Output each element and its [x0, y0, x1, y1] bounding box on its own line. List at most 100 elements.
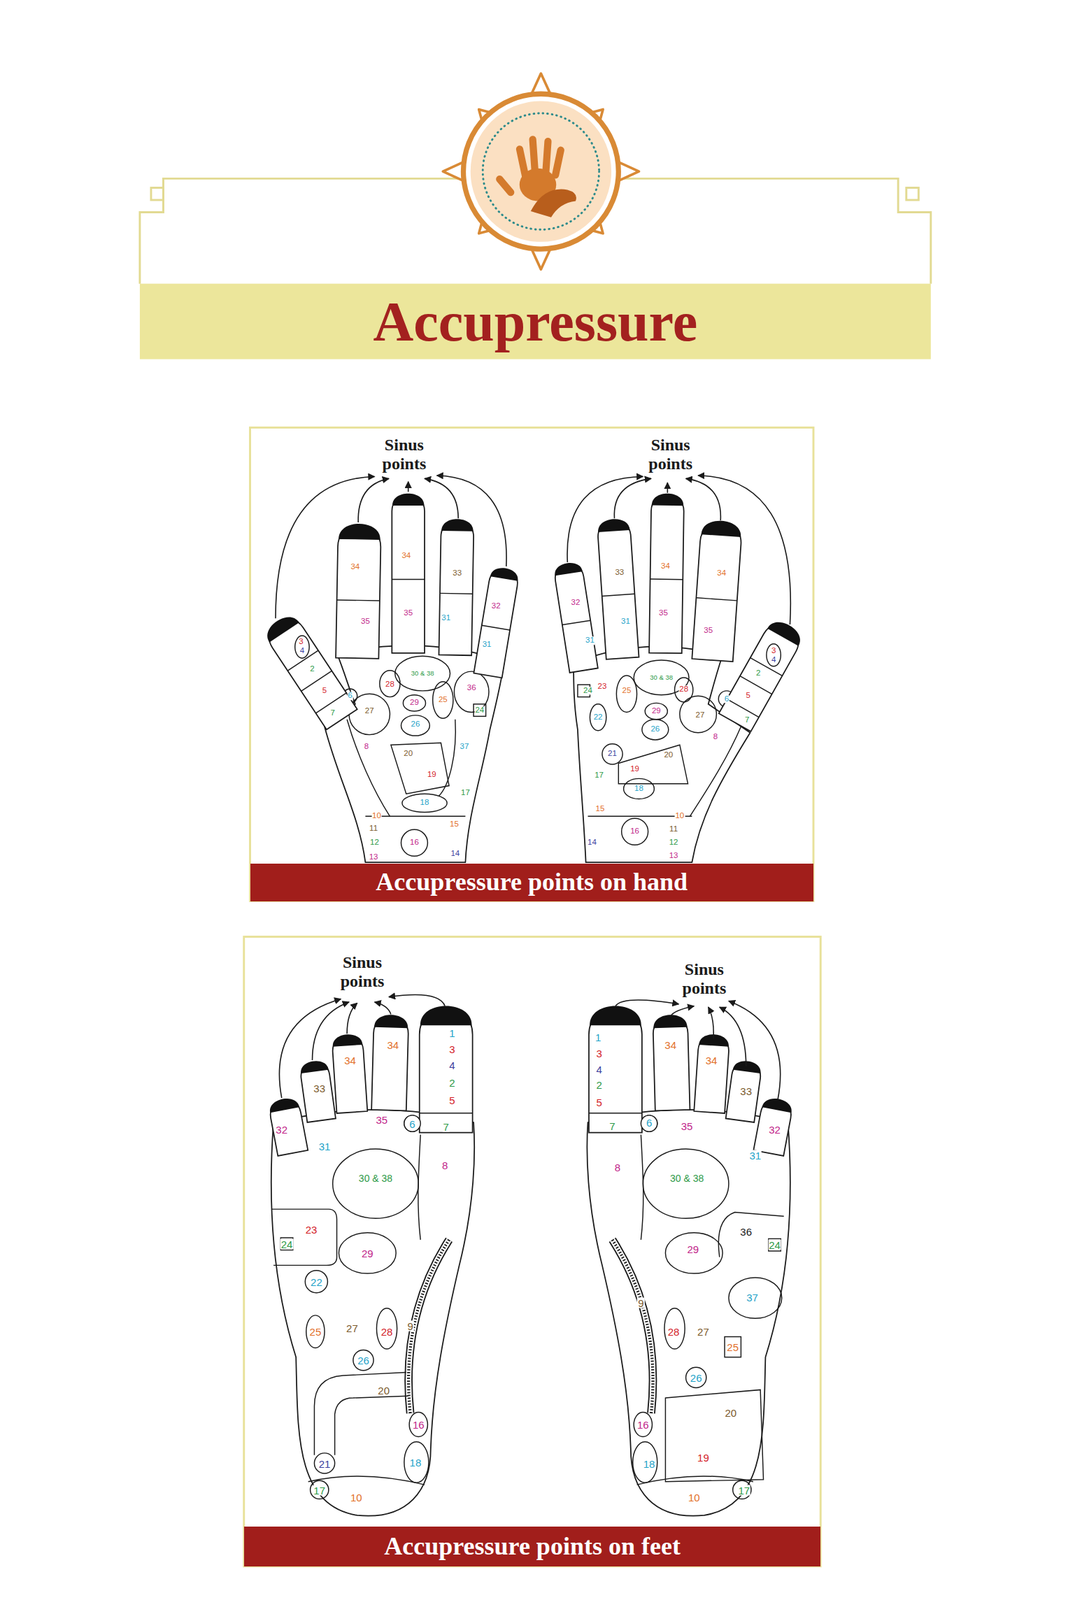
palm-zone	[473, 704, 487, 717]
sole-zone	[404, 1442, 429, 1483]
sinus-arrow	[708, 1007, 715, 1039]
callout-number: 34	[349, 563, 361, 573]
callout-number: 31	[748, 1149, 762, 1161]
sole-zone	[633, 1412, 652, 1438]
callout-number: 34	[663, 1040, 678, 1051]
toe-outline	[653, 1016, 691, 1111]
callout-number: 34	[660, 562, 671, 571]
palm-outline	[324, 645, 505, 863]
nail-tip	[269, 1098, 300, 1113]
sinus-label: Sinus points	[339, 953, 387, 991]
nail-tip	[420, 1005, 473, 1026]
callout-number: 17	[312, 1484, 326, 1496]
sinus-arrow	[615, 1000, 679, 1007]
title-text: Accupressure	[373, 293, 699, 350]
sinus-arrow	[374, 1002, 391, 1015]
callout-number: 17	[737, 1484, 751, 1496]
callout-number: 17	[593, 771, 605, 780]
nail-tip	[651, 493, 684, 506]
callout-number: 24	[767, 1240, 782, 1251]
sole-zone	[409, 1412, 428, 1438]
callout-number: 3	[770, 646, 777, 656]
callout-number: 7	[442, 1121, 450, 1133]
callout-number: 8	[441, 1160, 449, 1171]
palm-zone	[602, 744, 623, 765]
nail-tip	[392, 493, 424, 506]
callout-number: 33	[312, 1082, 326, 1094]
toe-outline	[693, 1035, 729, 1114]
sole-line	[665, 1389, 764, 1482]
callout-number: 20	[663, 751, 674, 760]
palm-line	[390, 742, 450, 794]
sinus-arrow	[567, 476, 643, 563]
toe-outline	[588, 1008, 643, 1134]
callout-number: 21	[318, 1458, 332, 1469]
spine-band	[408, 1240, 450, 1414]
left-hand	[267, 493, 518, 863]
callout-number: 32	[767, 1124, 782, 1136]
finger-crease	[562, 620, 591, 625]
sinus-arrow	[388, 995, 445, 1007]
finger-outline	[598, 520, 639, 660]
palm-zone	[379, 670, 401, 698]
left-foot	[269, 1005, 475, 1516]
callout-number: 26	[409, 720, 421, 729]
callout-number: 37	[745, 1291, 759, 1303]
callout-number: 26	[356, 1355, 370, 1366]
nail-tip	[701, 521, 742, 538]
finger-outline	[391, 495, 425, 654]
callout-number: 14	[586, 839, 598, 848]
sole-zone	[732, 1480, 752, 1499]
callout-number: 9	[637, 1298, 645, 1309]
callout-number: 28	[380, 1326, 394, 1338]
callout-number: 2	[755, 669, 761, 678]
sinus-label: Sinus points	[646, 435, 694, 473]
callout-number: 7	[608, 1120, 616, 1131]
callout-number: 25	[621, 686, 633, 696]
callout-number: 2	[595, 1079, 603, 1091]
callout-number: 27	[345, 1322, 359, 1334]
thumb-outline	[719, 624, 799, 732]
callout-number: 26	[649, 726, 661, 735]
sinus-arrow	[407, 481, 410, 493]
callout-number: 10	[349, 1491, 363, 1503]
callout-number: 24	[582, 686, 594, 696]
palm-zone	[623, 778, 655, 799]
spine-band	[612, 1240, 654, 1414]
callout-number: 28	[667, 1326, 681, 1338]
caption-band: Accupressure points on hand	[250, 863, 815, 902]
callout-number: 19	[426, 770, 438, 780]
callout-number: 5	[595, 1097, 603, 1108]
callout-number: 34	[386, 1040, 400, 1051]
sinus-arrow	[279, 999, 341, 1099]
sole-zone	[304, 1270, 328, 1294]
callout-number: 1	[594, 1031, 602, 1043]
nail-tip	[338, 523, 380, 540]
thumb-zone	[295, 635, 310, 659]
caption-text: Accupressure points on feet	[383, 1533, 681, 1562]
icon-second-hand	[530, 189, 577, 218]
finger-outline	[335, 525, 381, 659]
toe-outline	[332, 1035, 368, 1114]
toe-outline	[419, 1008, 473, 1134]
sole-zone	[338, 1233, 396, 1274]
callout-number: 35	[680, 1120, 694, 1131]
spine-dots	[612, 1240, 654, 1414]
finger-crease	[337, 600, 380, 601]
callout-number: 24	[280, 1238, 294, 1250]
callout-number: 34	[400, 552, 412, 561]
sinus-arrow	[719, 1007, 747, 1067]
callout-number: 20	[723, 1407, 738, 1418]
callout-number: 33	[739, 1085, 753, 1096]
sinus-arrow	[614, 478, 652, 519]
frame-ornament	[151, 187, 164, 201]
hand-icon	[494, 135, 577, 218]
callout-number: 18	[419, 799, 431, 808]
callout-number: 34	[343, 1055, 357, 1066]
finger-outline	[473, 569, 518, 678]
palm-zone	[395, 656, 451, 692]
palm-zone	[402, 695, 426, 712]
callout-number: 10	[674, 812, 685, 822]
callout-number: 32	[490, 602, 502, 611]
sinus-arrow	[312, 1002, 350, 1061]
